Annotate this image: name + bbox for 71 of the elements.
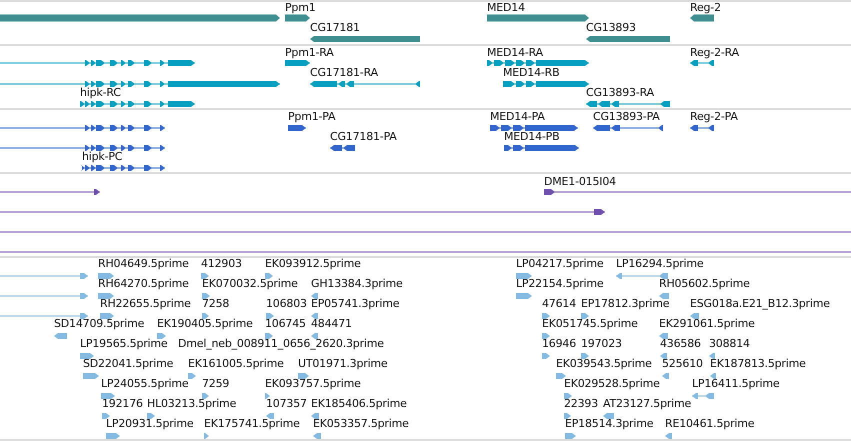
feature-label: LP20931.5prime xyxy=(106,417,194,430)
feature-label: 106803 xyxy=(266,297,307,310)
feature-label: RH04649.5prime xyxy=(98,257,189,270)
feature-label: LP16411.5prime xyxy=(692,377,780,390)
feature-label: EK190405.5prime xyxy=(157,317,253,330)
feature-label: EK029528.5prime xyxy=(564,377,660,390)
feature-label: hipk-PC xyxy=(82,150,122,163)
feature-label: GH13384.3prime xyxy=(311,277,403,290)
feature-label: 412903 xyxy=(201,257,242,270)
feature-label: EK070032.5prime xyxy=(202,277,298,290)
feature-label: MED14 xyxy=(487,1,525,14)
feature-label: EP18514.3prime xyxy=(565,417,654,430)
feature-label: 192176 xyxy=(102,397,143,410)
feature-label: EK185406.5prime xyxy=(311,397,407,410)
feature-label: Ppm1 xyxy=(285,1,316,14)
feature-label: 308814 xyxy=(709,337,750,350)
feature-label: Ppm1-PA xyxy=(288,110,336,123)
feature-label: EK093757.5prime xyxy=(265,377,361,390)
feature-label: EK039543.5prime xyxy=(556,357,652,370)
feature-label: MED14-PB xyxy=(504,130,560,143)
feature-label: MED14-PA xyxy=(490,110,545,123)
feature-label: EK051745.5prime xyxy=(542,317,638,330)
feature-label: RE10461.5prime xyxy=(665,417,754,430)
feature-label: 22393 xyxy=(564,397,598,410)
feature-label: RH05602.5prime xyxy=(659,277,750,290)
feature-label: Reg-2-RA xyxy=(690,46,739,59)
feature-label: Reg-2-PA xyxy=(690,110,738,123)
feature-label: CG17181 xyxy=(310,21,360,34)
feature-label: RH64270.5prime xyxy=(98,277,189,290)
feature-label: LP19565.5prime xyxy=(80,337,168,350)
feature-label: EK175741.5prime xyxy=(204,417,300,430)
feature-label: CG17181-PA xyxy=(330,130,397,143)
feature-label: 197023 xyxy=(581,337,622,350)
feature-label: Reg-2 xyxy=(690,1,721,14)
feature-label: EK187813.5prime xyxy=(710,357,806,370)
feature-label: EK291061.5prime xyxy=(659,317,755,330)
feature-label: CG13893-PA xyxy=(593,110,660,123)
feature-label: 525610 xyxy=(662,357,703,370)
feature-label: LP24055.5prime xyxy=(101,377,188,390)
feature-label: Ppm1-RA xyxy=(285,46,334,59)
feature-label: RH22655.5prime xyxy=(100,297,191,310)
feature-label: 107357 xyxy=(266,397,307,410)
feature-label: EK093912.5prime xyxy=(265,257,361,270)
feature-label: Dmel_neb_008911_0656_2620.3prime xyxy=(178,337,384,350)
feature-label: UT01971.3prime xyxy=(298,357,388,370)
feature-label: EP17812.3prime xyxy=(581,297,670,310)
feature-label: EK161005.5prime xyxy=(188,357,284,370)
feature-label: MED14-RA xyxy=(487,46,543,59)
feature-label: AT23127.5prime xyxy=(603,397,692,410)
feature-label: 436586 xyxy=(660,337,701,350)
feature-label: CG13893 xyxy=(586,21,636,34)
feature-label: LP22154.5prime xyxy=(516,277,604,290)
feature-label: CG17181-RA xyxy=(310,66,378,79)
feature-label: SD14709.5prime xyxy=(54,317,144,330)
feature-label: hipk-RC xyxy=(80,86,121,99)
feature-label: MED14-RB xyxy=(503,66,560,79)
feature-label: 106745 xyxy=(265,317,306,330)
feature-label: 7258 xyxy=(202,297,230,310)
feature-label: LP16294.5prime xyxy=(616,257,704,270)
feature-label: 484471 xyxy=(311,317,352,330)
feature-label: 47614 xyxy=(542,297,576,310)
feature-label: 7259 xyxy=(202,377,230,390)
feature-label: 16946 xyxy=(542,337,576,350)
feature-label: HL03213.5prime xyxy=(147,397,236,410)
feature-label: EK053357.5prime xyxy=(313,417,409,430)
feature-label: LP04217.5prime xyxy=(516,257,604,270)
feature-label: EP05741.3prime xyxy=(311,297,400,310)
feature-label: SD22041.5prime xyxy=(83,357,174,370)
feature-label: DME1-015I04 xyxy=(544,175,616,188)
feature-label: ESG018a.E21_B12.3prime xyxy=(690,297,830,310)
feature-label: CG13893-RA xyxy=(586,86,654,99)
